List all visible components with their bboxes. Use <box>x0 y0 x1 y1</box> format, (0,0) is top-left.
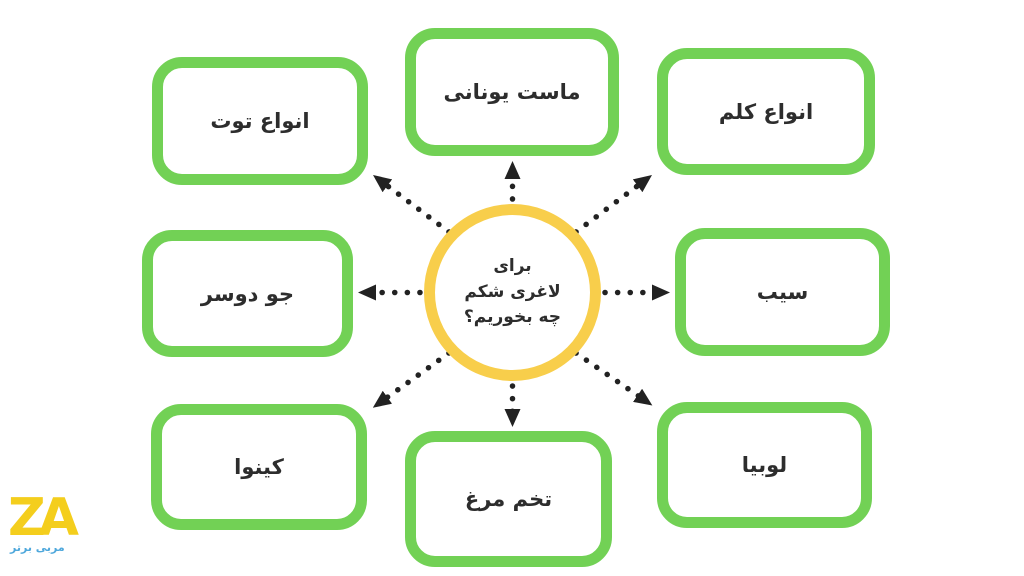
center-question-circle: برای لاغری شکم چه بخوریم؟ <box>424 204 601 381</box>
node-cabbage: انواع کلم <box>657 48 875 175</box>
node-greek-yogurt-label: ماست یونانی <box>443 80 581 104</box>
center-question-line2: لاغری شکم <box>464 281 561 302</box>
center-question-line3: چه بخوریم؟ <box>463 307 562 328</box>
node-quinoa: کینوا <box>151 404 367 530</box>
node-berries-label: انواع توت <box>210 109 310 133</box>
node-egg: تخم مرغ <box>405 431 612 567</box>
za-logo-text: ZA <box>8 488 79 548</box>
arrow-to-bottom-right <box>573 350 653 406</box>
node-oats-label: جو دوسر <box>200 281 295 306</box>
za-logo-subtitle: مربی برتر <box>10 541 65 554</box>
node-quinoa-label: کینوا <box>234 455 284 479</box>
arrow-to-bottom-left <box>372 350 452 408</box>
arrow-to-top-left <box>373 175 452 235</box>
arrow-to-top-right <box>573 175 652 235</box>
center-question-line1: برای <box>493 256 532 277</box>
node-greek-yogurt: ماست یونانی <box>405 28 619 156</box>
node-apple-label: سیب <box>756 280 809 304</box>
node-egg-label: تخم مرغ <box>464 487 553 511</box>
za-logo: ZA مربی برتر <box>8 492 88 554</box>
node-berries: انواع توت <box>152 57 368 185</box>
node-cabbage-label: انواع کلم <box>718 99 814 124</box>
node-apple: سیب <box>675 228 890 356</box>
node-beans: لوبیا <box>657 402 872 528</box>
node-oats: جو دوسر <box>142 230 353 357</box>
node-beans-label: لوبیا <box>741 453 788 477</box>
